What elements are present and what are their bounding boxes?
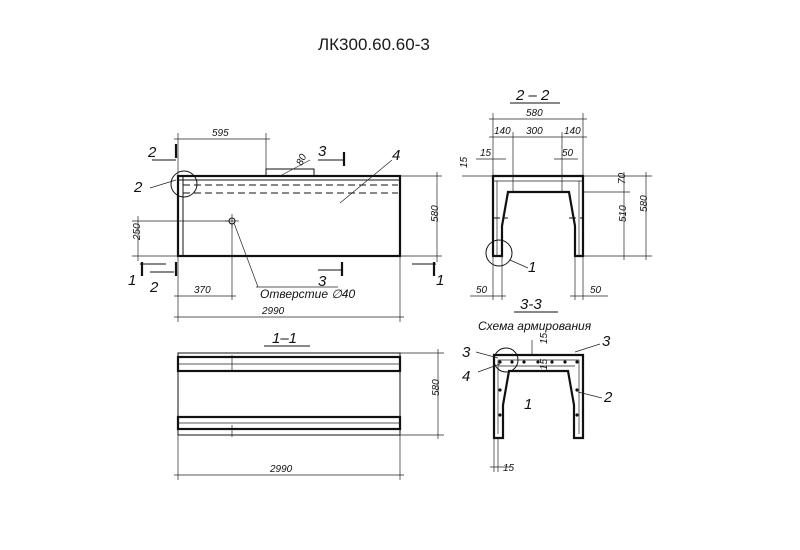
front-lug xyxy=(265,168,315,177)
rebar-dot-7 xyxy=(575,360,579,364)
sec22-detail-circle xyxy=(485,239,513,267)
sec22-dim-15a: 15 xyxy=(459,156,470,168)
sec33-profile xyxy=(492,353,585,440)
drawing-title: ЛК300.60.60-3 xyxy=(318,35,430,54)
dim-595: 595 xyxy=(212,128,229,139)
cut1-right-label: 1 xyxy=(436,272,444,289)
sec22-dim-50r: 50 xyxy=(590,285,602,296)
hole-label: Отверстие ∅40 xyxy=(260,287,355,301)
dim-80: 80 xyxy=(295,152,310,167)
rebar-dot-3 xyxy=(522,360,526,364)
sec22-dim-580: 580 xyxy=(526,108,543,119)
sec33-dim-15b: 15 xyxy=(539,358,550,370)
cut3-top-label: 3 xyxy=(318,143,327,160)
pos2-leader xyxy=(149,179,177,189)
rebar-dot-2 xyxy=(510,360,514,364)
dim-2990: 2990 xyxy=(261,306,285,317)
front-detail-circle xyxy=(170,170,198,198)
sec11-dim-580: 580 xyxy=(431,379,442,396)
sec22-dim-140b: 140 xyxy=(564,126,581,137)
rebar-dot-6 xyxy=(563,360,567,364)
sec22-title: 2 – 2 xyxy=(515,87,550,104)
sec11-dim-2990: 2990 xyxy=(269,464,293,475)
rebar-dot-9 xyxy=(498,413,502,417)
sec33-pos3b-leader xyxy=(574,343,601,353)
cut2-top-label: 2 xyxy=(147,144,157,161)
sec33-subtitle: Схема армирования xyxy=(478,319,592,333)
cut3-bottom-label: 3 xyxy=(318,273,327,290)
sec33-pos4: 4 xyxy=(462,368,470,385)
rebar-dot-4 xyxy=(536,360,540,364)
sec22-dim-50l: 50 xyxy=(476,285,488,296)
sec11-title: 1–1 xyxy=(272,330,297,347)
sec33-dim-15a: 15 xyxy=(539,332,550,344)
front-pos2: 2 xyxy=(133,179,143,196)
pos4-leader xyxy=(339,159,393,204)
rebar-dot-11 xyxy=(575,413,579,417)
cut2-bottom-label: 2 xyxy=(149,279,159,296)
dim-580: 580 xyxy=(430,205,441,222)
sec22-dim-140a: 140 xyxy=(494,126,511,137)
sec22-dim-510: 510 xyxy=(618,205,629,222)
sec33-rebar xyxy=(497,359,580,434)
section-3-3: 3-3 Схема армирования 15 15 15 3 3 4 1 xyxy=(462,296,613,474)
sec22-dim-300: 300 xyxy=(526,126,543,137)
sec22-dim-580v: 580 xyxy=(639,195,650,212)
sec11-outline xyxy=(177,352,401,436)
front-body-outline xyxy=(176,174,402,258)
dim-370: 370 xyxy=(194,285,211,296)
dim-250: 250 xyxy=(132,223,143,241)
rebar-dot-1 xyxy=(498,360,502,364)
section-2-2: 2 – 2 580 140 300 140 15 50 15 xyxy=(459,87,652,300)
sec22-dim-50-top: 50 xyxy=(562,148,574,159)
rebar-dot-5 xyxy=(550,360,554,364)
sec22-dim-70: 70 xyxy=(617,172,628,184)
sec33-pos1: 1 xyxy=(524,396,532,413)
sec33-pos3b: 3 xyxy=(602,333,611,350)
rebar-dot-10 xyxy=(575,388,579,392)
sec33-detail-circle xyxy=(493,347,519,373)
hole-leader xyxy=(233,222,259,288)
sec33-dim-15c: 15 xyxy=(503,463,515,474)
sec22-pos1: 1 xyxy=(528,259,536,276)
sec22-profile xyxy=(491,174,585,258)
cut1-left-label: 1 xyxy=(128,272,136,289)
rebar-dot-8 xyxy=(498,388,502,392)
front-view: 595 80 580 250 370 Отверстие ∅40 2990 2 xyxy=(128,128,444,322)
sec33-pos3a-leader xyxy=(475,351,499,359)
sec33-pos4-leader xyxy=(477,363,501,373)
sec33-title: 3-3 xyxy=(520,296,542,313)
sec22-dim-15b: 15 xyxy=(480,148,492,159)
sec33-pos3a: 3 xyxy=(462,344,471,361)
section-1-1: 1–1 580 2990 xyxy=(174,330,444,480)
sec22-pos1-leader xyxy=(509,259,529,269)
d80-leader xyxy=(279,159,311,177)
front-pos4: 4 xyxy=(392,147,400,164)
sec33-pos2: 2 xyxy=(603,389,613,406)
sec33-pos2-leader xyxy=(577,391,603,399)
